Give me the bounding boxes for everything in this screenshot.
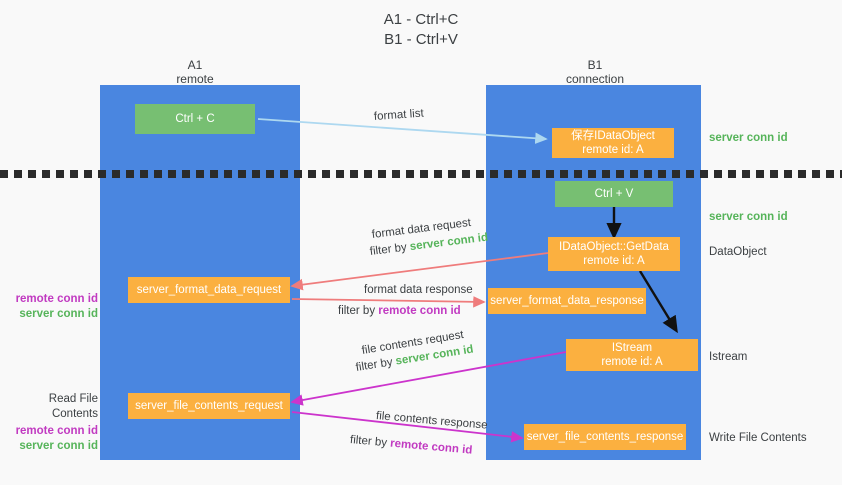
annotation-remote-conn-id: remote conn id server conn id [12,292,98,322]
node-ctrl-c[interactable]: Ctrl + C [135,104,255,134]
edge-label-file-contents-response: file contents response [375,410,489,432]
annotation-dataobject: DataObject [709,246,767,258]
filter-prefix-text: filter by [349,434,391,450]
edge-label-format-list: format list [373,107,425,123]
edge-label-format-data-response: format data response [364,284,473,296]
annotation-server-conn-id: server conn id [19,308,98,320]
annotation-istream: Istream [709,351,748,363]
arrow-format-data-response [291,296,486,308]
annotation-remote-conn-id: remote conn id [15,293,98,305]
annotation-conn-ids-bottom: remote conn id server conn id [12,409,98,469]
column-header-b1: B1 connection [565,58,625,86]
annotation-remote-conn-id: remote conn id server conn id [12,424,98,454]
filter-prefix-text: filter by [369,241,411,258]
annotation-server-conn-id-top: server conn id [709,132,788,144]
node-save-idataobject[interactable]: 保存IDataObject remote id: A [552,128,674,158]
node-server-file-contents-response[interactable]: server_file_contents_response [524,424,686,450]
node-istream[interactable]: IStream remote id: A [566,339,698,371]
page-title: A1 - Ctrl+C B1 - Ctrl+V [383,11,459,48]
annotation-server-conn-id: server conn id [19,440,98,452]
annotation-conn-ids-mid: remote conn id server conn id [12,277,98,337]
node-ctrl-v[interactable]: Ctrl + V [555,181,673,207]
phase-divider [0,170,842,178]
column-header-a1: A1 remote [176,58,214,86]
node-server-format-data-request[interactable]: server_format_data_request [128,277,290,303]
annotation-remote-conn-id: remote conn id [15,425,98,437]
filter-prefix-text: filter by [354,355,397,374]
annotation-write-file-contents: Write File Contents [709,432,807,444]
edge-label-format-data-response-filter: filter by remote conn id [338,304,461,319]
annotation-server-conn-id-second: server conn id [709,211,788,223]
filter-prefix-text: filter by [338,305,379,317]
filter-key-remote-conn-id: remote conn id [378,305,461,317]
node-idataobject-getdata[interactable]: IDataObject::GetData remote id: A [548,237,680,271]
node-server-format-data-response[interactable]: server_format_data_response [488,288,646,314]
filter-key-remote-conn-id: remote conn id [389,437,473,457]
edge-label-file-contents-response-filter: filter by remote conn id [349,433,473,459]
node-server-file-contents-request[interactable]: server_file_contents_request [128,393,290,419]
annotation-read-file-contents: Read File Contents [48,393,98,420]
